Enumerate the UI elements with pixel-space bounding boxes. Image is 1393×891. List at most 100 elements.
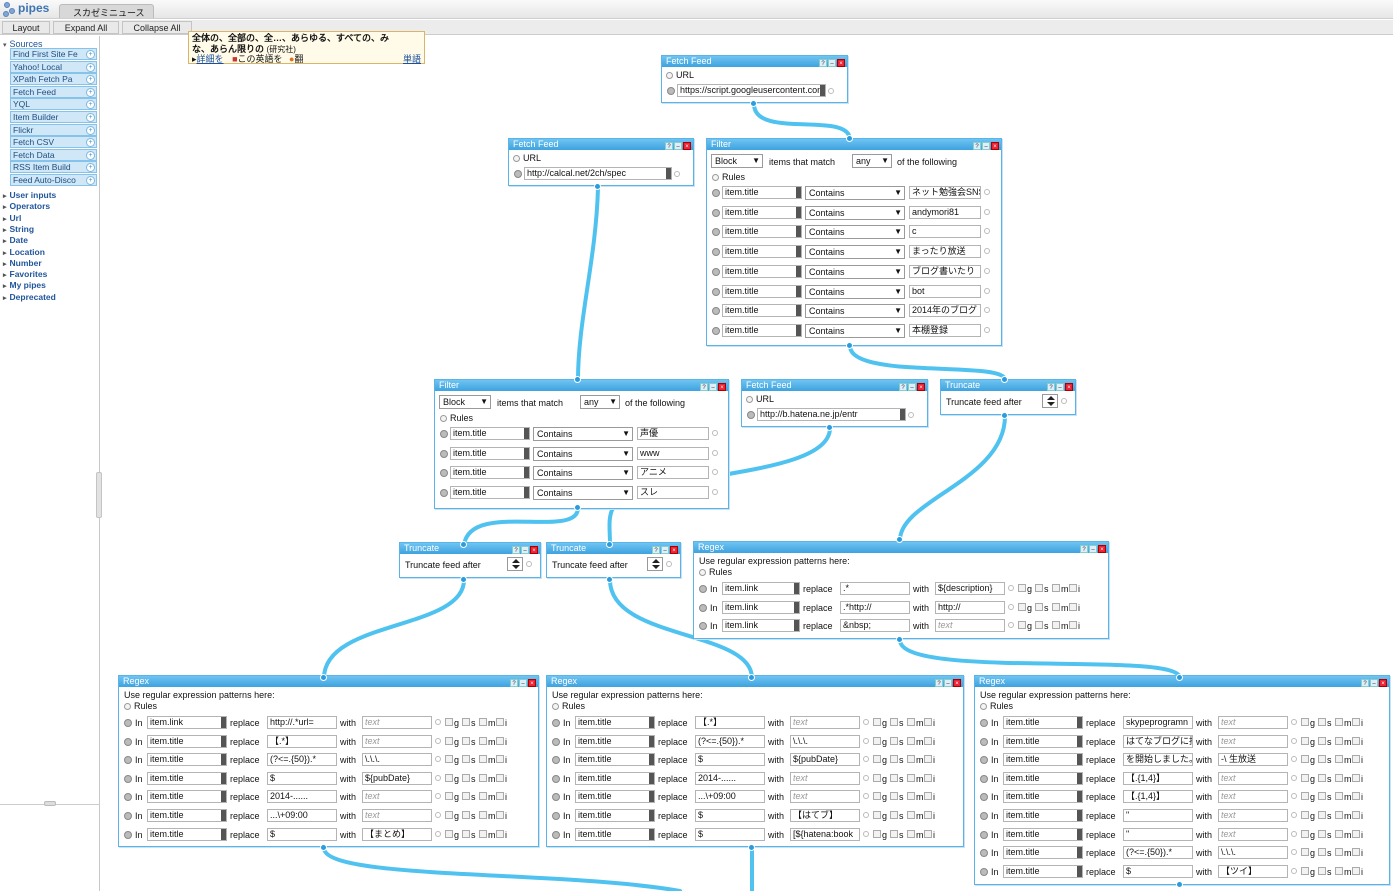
rule-field-input[interactable]: item.title [722,304,802,318]
module-header[interactable]: Regex?–× [694,542,1108,553]
remove-rule-icon[interactable] [440,489,448,498]
pattern-input[interactable]: 2014-...... [695,771,765,785]
sidebar-section[interactable]: Operators [3,201,51,211]
add-icon[interactable]: + [86,150,95,160]
flag-g-checkbox[interactable] [445,736,453,745]
pattern-input[interactable]: " [1123,809,1193,822]
rule-field-input[interactable]: item.title [1003,790,1083,804]
flag-g-checkbox[interactable] [1018,602,1026,611]
replacement-input[interactable]: text [362,734,432,748]
replacement-input[interactable]: ${pubDate} [362,771,432,785]
flag-i-checkbox[interactable] [924,811,932,819]
flag-g-checkbox[interactable] [1301,811,1309,819]
tooltip-word-link[interactable]: 単語 [402,54,421,64]
flag-m-checkbox[interactable] [1335,829,1343,838]
remove-rule-icon[interactable] [440,449,448,458]
flag-m-checkbox[interactable] [1335,773,1343,782]
replacement-input[interactable]: http:// [935,600,1005,614]
flag-m-checkbox[interactable] [907,811,915,819]
flag-i-checkbox[interactable] [1352,866,1360,875]
flag-i-checkbox[interactable] [1352,755,1360,764]
rule-field-input[interactable]: item.title [722,186,802,199]
minimize-icon[interactable]: – [709,383,717,391]
sidebar-section[interactable]: Deprecated [3,292,56,302]
sidebar-module-item[interactable]: RSS Item Build+ [10,161,97,174]
close-icon[interactable]: × [718,383,726,391]
flag-m-checkbox[interactable] [907,736,915,745]
rule-field-input[interactable]: item.title [147,827,227,841]
minimize-icon[interactable]: – [944,679,952,687]
tooltip-save-word-2[interactable]: 翻 [294,54,304,64]
wire-terminal[interactable] [606,576,613,583]
rule-field-input[interactable]: item.title [722,264,802,278]
rules-radio[interactable] [552,703,559,710]
rule-field-input[interactable]: item.link [722,619,800,633]
module-header[interactable]: Truncate?–× [547,543,680,554]
rule-field-input[interactable]: item.title [450,446,530,460]
wire-terminal[interactable] [460,576,467,583]
pattern-input[interactable]: 【.*】 [267,734,337,748]
remove-rule-icon[interactable] [124,756,132,765]
truncate-module[interactable]: Truncate?–×Truncate feed after [399,542,541,578]
flag-m-checkbox[interactable] [1335,848,1343,857]
block-select[interactable]: Block [439,395,491,409]
rule-field-input[interactable]: item.title [1003,864,1083,878]
any-select[interactable]: any [852,154,892,168]
replacement-input[interactable]: text [790,790,860,804]
add-icon[interactable]: + [86,75,95,85]
replacement-input[interactable]: text [1218,809,1288,822]
remove-rule-icon[interactable] [712,228,720,237]
flag-g-checkbox[interactable] [445,829,453,838]
url-input[interactable]: http://calcal.net/2ch/spec [524,167,672,180]
flag-i-checkbox[interactable] [924,829,932,838]
pattern-input[interactable]: 2014-...... [267,790,337,804]
flag-i-checkbox[interactable] [1352,773,1360,782]
wire-terminal[interactable] [1176,674,1183,681]
rule-value-input[interactable]: andymori81 [909,205,981,219]
replacement-input[interactable]: text [790,716,860,729]
remove-rule-icon[interactable] [712,307,720,316]
flag-g-checkbox[interactable] [873,718,881,726]
sidebar-section[interactable]: String [3,224,35,234]
minimize-icon[interactable]: – [908,383,916,391]
flag-i-checkbox[interactable] [924,736,932,745]
flag-g-checkbox[interactable] [873,829,881,838]
sidebar-collapse-handle[interactable] [96,472,102,518]
replacement-input[interactable]: text [362,809,432,822]
remove-rule-icon[interactable] [712,287,720,296]
flag-m-checkbox[interactable] [1335,736,1343,745]
flag-m-checkbox[interactable] [1335,866,1343,875]
rule-field-input[interactable]: item.title [722,225,802,239]
rule-field-input[interactable]: item.title [147,771,227,785]
flag-g-checkbox[interactable] [1301,736,1309,745]
flag-m-checkbox[interactable] [479,773,487,782]
collapse-all-button[interactable]: Collapse All [122,21,192,34]
filter-module[interactable]: Filter?–×Blockitems that matchanyof the … [706,138,1002,346]
flag-i-checkbox[interactable] [496,792,504,801]
rule-field-input[interactable]: item.title [575,771,655,785]
pattern-input[interactable]: .*http:// [840,600,910,614]
replacement-input[interactable]: \.\.\. [362,753,432,767]
rule-operator-select[interactable]: Contains [533,446,633,461]
wire-terminal[interactable] [750,100,757,107]
rules-radio[interactable] [699,569,706,576]
wire-terminal[interactable] [320,844,327,851]
help-icon[interactable]: ? [819,59,827,67]
pattern-input[interactable]: $ [695,753,765,767]
any-select[interactable]: any [580,395,620,409]
rule-field-input[interactable]: item.title [1003,753,1083,767]
rule-field-input[interactable]: item.title [1003,734,1083,748]
module-header[interactable]: Truncate?–× [400,543,540,554]
pattern-input[interactable]: $ [1123,864,1193,878]
remove-rule-icon[interactable] [552,812,560,820]
flag-m-checkbox[interactable] [1335,755,1343,764]
flag-s-checkbox[interactable] [462,718,470,726]
rule-operator-select[interactable]: Contains [805,245,905,260]
flag-m-checkbox[interactable] [1052,621,1060,630]
flag-g-checkbox[interactable] [1301,829,1309,838]
pattern-input[interactable]: 【.*】 [695,716,765,729]
url-input[interactable]: http://b.hatena.ne.jp/entr [757,408,906,421]
rules-radio[interactable] [712,174,719,181]
replacement-input[interactable]: \.\.\. [1218,846,1288,860]
flag-m-checkbox[interactable] [479,736,487,745]
